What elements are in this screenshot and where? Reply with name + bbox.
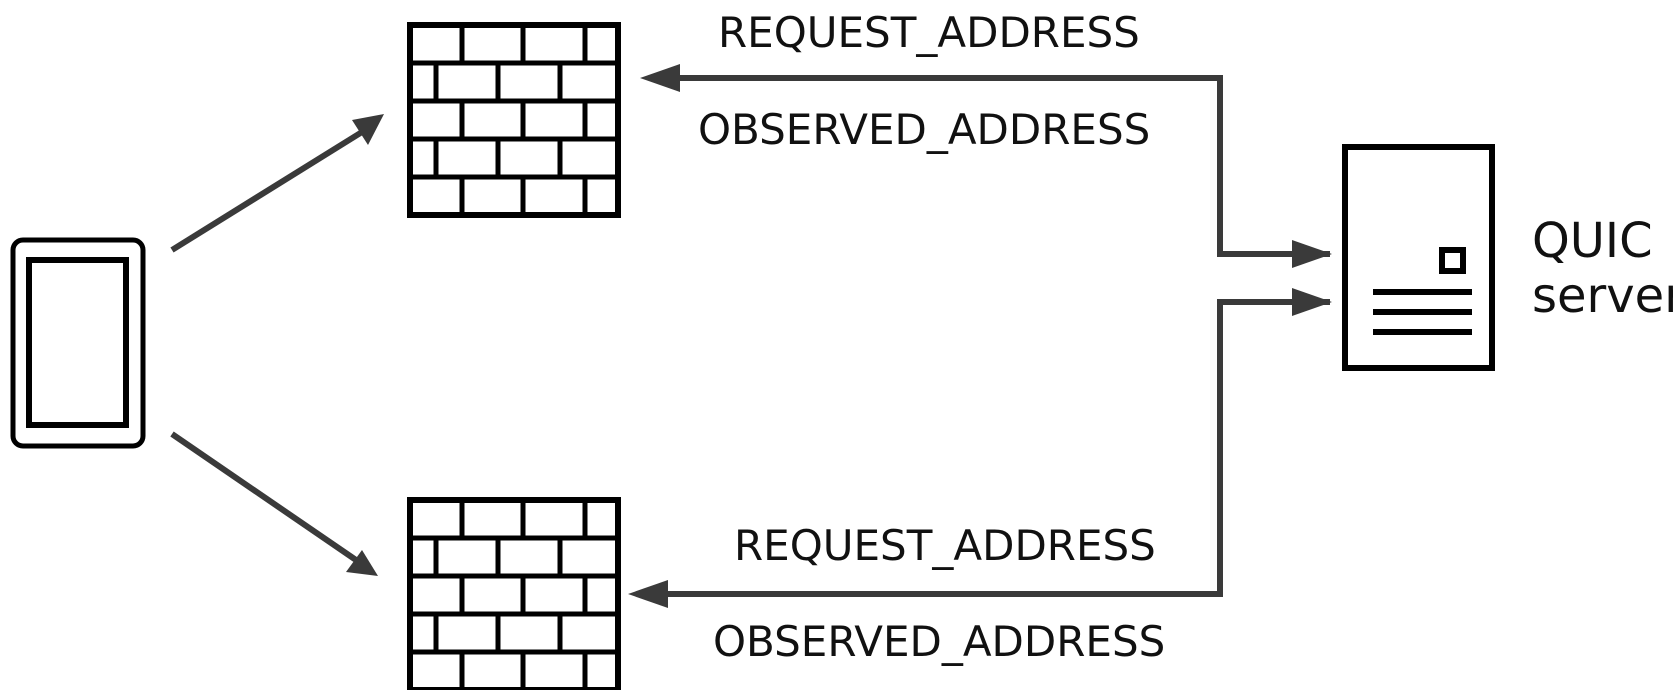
bottom-exchange-path <box>628 288 1332 608</box>
server-label-line1: QUIC <box>1532 213 1653 269</box>
client-to-bottom-firewall-arrow <box>170 431 378 576</box>
tablet-icon <box>10 237 146 449</box>
top-observed-address-label: OBSERVED_ADDRESS <box>698 105 1150 154</box>
client-to-top-firewall-arrow <box>170 114 384 253</box>
bottom-observed-address-label: OBSERVED_ADDRESS <box>713 617 1165 666</box>
top-exchange-path <box>640 64 1332 268</box>
server-icon <box>1342 144 1495 371</box>
firewall-icon-bottom <box>407 497 621 690</box>
server-label-line2: server <box>1532 268 1673 324</box>
top-request-address-label: REQUEST_ADDRESS <box>718 8 1140 57</box>
firewall-icon-top <box>407 22 621 218</box>
bottom-request-address-label: REQUEST_ADDRESS <box>734 521 1156 570</box>
